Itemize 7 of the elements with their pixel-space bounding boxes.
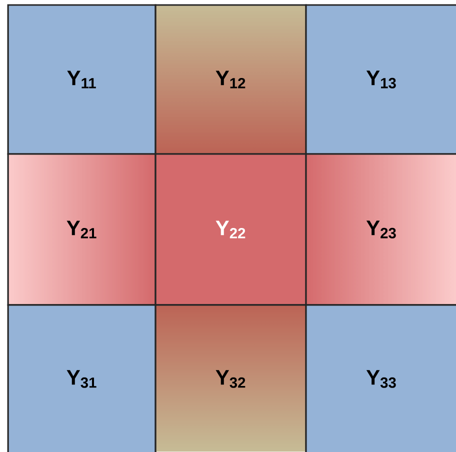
grid-cell: Y$_{33}$ — [305, 304, 456, 452]
grid-cell: Y$_{13}$ — [305, 4, 456, 155]
grid-cell: Y$_{22}$ — [154, 153, 307, 306]
grid-cell: Y$_{21}$ — [7, 153, 156, 306]
grid-cell: Y$_{31}$ — [7, 304, 156, 452]
grid-cell: Y$_{12}$ — [154, 4, 307, 155]
grid-cell: Y$_{11}$ — [7, 4, 156, 155]
